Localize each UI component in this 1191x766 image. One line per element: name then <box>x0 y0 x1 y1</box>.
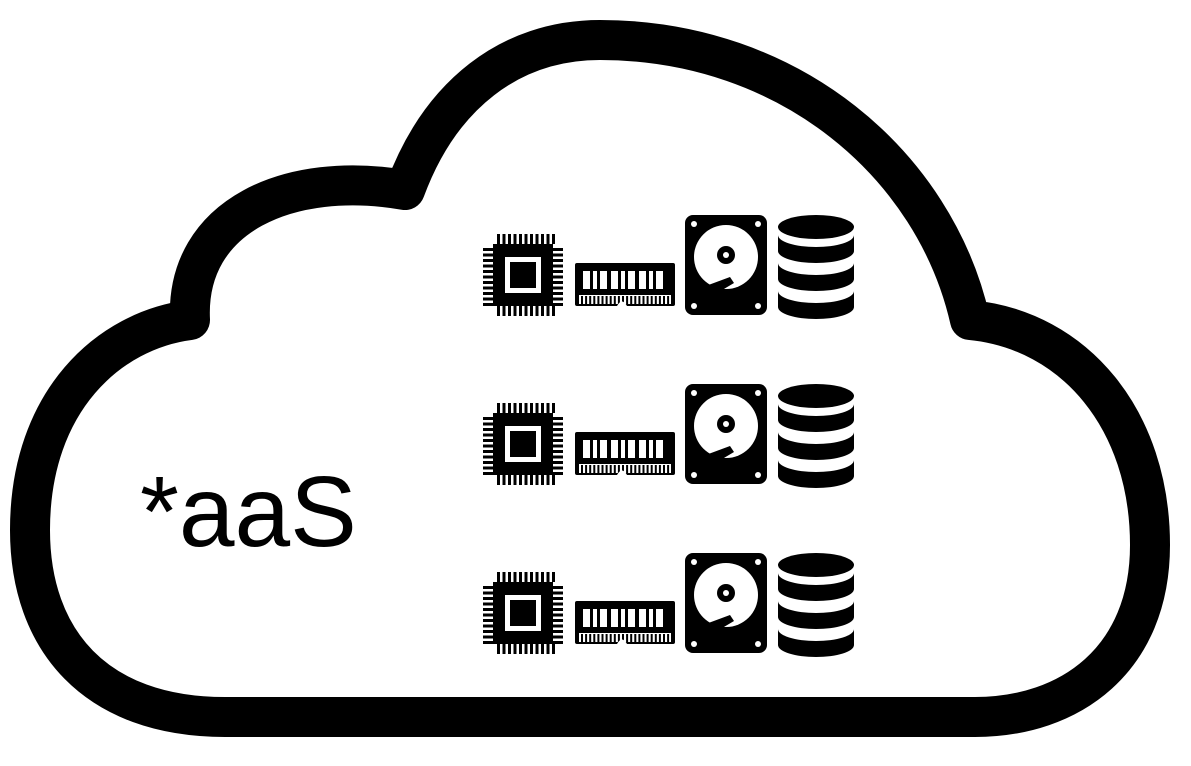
database-icon <box>778 384 854 488</box>
cloud-shape <box>10 20 1170 737</box>
hard-disk-icon <box>685 553 767 653</box>
cpu-chip-icon <box>483 572 563 654</box>
ram-module-icon <box>575 601 675 644</box>
hard-disk-icon <box>685 215 767 315</box>
server-row <box>483 384 854 488</box>
server-rows <box>483 215 854 657</box>
cpu-chip-icon <box>483 403 563 485</box>
database-icon <box>778 215 854 319</box>
database-icon <box>778 553 854 657</box>
server-row <box>483 553 854 657</box>
ram-module-icon <box>575 432 675 475</box>
server-row <box>483 215 854 319</box>
hard-disk-icon <box>685 384 767 484</box>
service-label: *aaS <box>140 456 357 568</box>
cpu-chip-icon <box>483 234 563 316</box>
ram-module-icon <box>575 263 675 306</box>
